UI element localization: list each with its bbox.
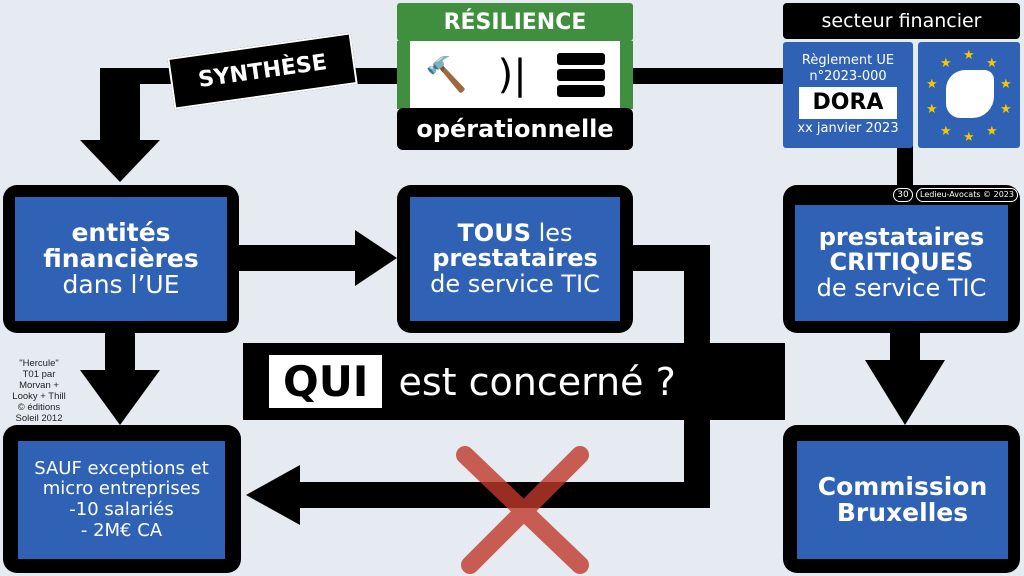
est-concerne-label: est concerné ? — [398, 359, 676, 404]
arrow-down-entites — [80, 140, 160, 182]
arrow-down-commission — [865, 360, 945, 425]
regulation-date: xx janvier 2023 — [797, 120, 899, 136]
tous-line1: TOUS — [457, 219, 531, 248]
tous-line3: de service TIC — [430, 269, 600, 298]
sauf-line2: micro entreprises — [42, 478, 201, 500]
footer-page: 30 — [893, 188, 913, 202]
commission-line2: Bruxelles — [836, 498, 969, 527]
eu-flag-map-icon: ★★★★★★★★★★ — [918, 42, 1020, 148]
sauf-line3: -10 salariés — [69, 499, 174, 520]
qui-banner: QUI est concerné ? — [243, 343, 785, 420]
critiques-line1: prestataires — [818, 223, 985, 252]
commission-line1: Commission — [817, 471, 988, 501]
operationnelle-label: opérationnelle — [397, 108, 633, 150]
qui-label: QUI — [269, 355, 383, 408]
regulation-card: Règlement UE n°2023-000 DORA xx janvier … — [783, 42, 913, 148]
secteur-financier-label: secteur financier — [783, 3, 1020, 39]
entites-line1: entités — [71, 217, 171, 247]
entites-line2: financières — [43, 243, 199, 273]
sauf-exceptions: SAUF exceptions et micro entreprises -10… — [18, 441, 225, 559]
commission-bruxelles: Commission Bruxelles — [797, 441, 1008, 559]
prestataires-critiques: prestataires CRITIQUES de service TIC — [795, 205, 1008, 321]
entites-financieres: entités financières dans l’UE — [15, 197, 227, 321]
entites-line3: dans l’UE — [62, 270, 180, 300]
tous-prestataires: TOUS les prestataires de service TIC — [410, 197, 620, 321]
critiques-line3: de service TIC — [816, 273, 987, 302]
critiques-line2: CRITIQUES — [829, 248, 974, 277]
regulation-line1: Règlement UE — [801, 52, 895, 68]
regulation-number: n°2023-000 — [809, 69, 887, 85]
hammer-impact-icon: 🔨 — [425, 55, 468, 95]
server-icon — [556, 53, 605, 97]
resilience-title: RÉSILIENCE — [397, 3, 633, 41]
sauf-line4: - 2M€ CA — [80, 519, 163, 541]
arrow-right-tous — [355, 230, 397, 286]
resilience-icons: 🔨 )| — [397, 41, 633, 109]
shield-arc-icon: )| — [497, 52, 527, 98]
tous-les: les — [530, 219, 573, 248]
arrow-down-sauf — [80, 370, 160, 425]
sauf-line1: SAUF exceptions et — [34, 457, 209, 479]
footer-copyright: Ledieu-Avocats © 2023 — [916, 188, 1018, 202]
dora-label: DORA — [798, 87, 898, 119]
arrow-left-sauf — [246, 465, 300, 525]
tous-line2: prestataires — [432, 244, 598, 273]
